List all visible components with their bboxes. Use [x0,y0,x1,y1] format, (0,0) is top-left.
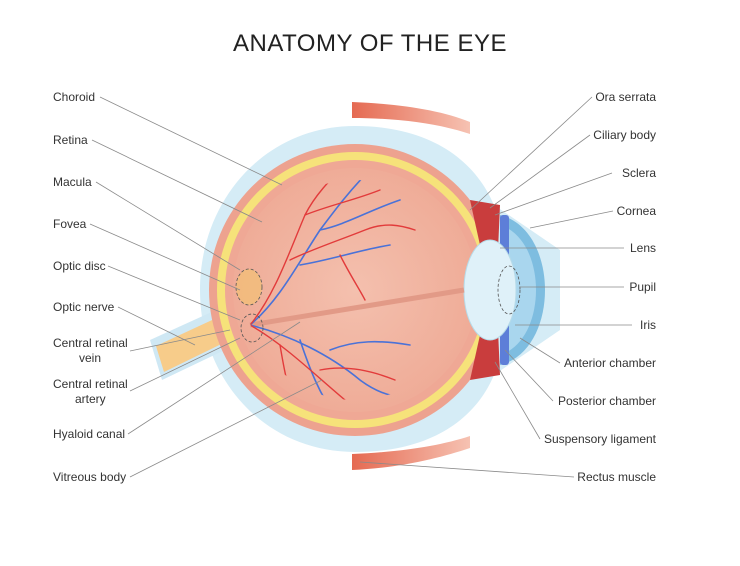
label-central-retinal-artery-line1: Central retinal [53,377,128,391]
label-pupil: Pupil [629,280,656,294]
ciliary-body-bottom [470,330,500,380]
pupil-marker [497,265,521,315]
label-central-retinal-vein: Central retinal vein [53,336,128,366]
label-ora-serrata: Ora serrata [595,90,656,104]
optic-disc-marker [240,313,264,343]
label-central-retinal-vein-line2: vein [79,351,102,365]
leader-lines-left [89,96,323,478]
label-fovea: Fovea [53,217,87,231]
label-retina: Retina [53,133,88,147]
macula-marker [235,268,263,306]
label-suspensory-ligament: Suspensory ligament [543,432,656,446]
label-macula: Macula [53,175,92,189]
diagram-title: ANATOMY OF THE EYE [233,30,507,57]
label-central-retinal-artery-line2: artery [75,392,106,406]
label-posterior-chamber: Posterior chamber [557,394,656,408]
label-optic-nerve: Optic nerve [53,300,115,314]
lens-shape [463,239,517,341]
label-sclera: Sclera [621,166,656,180]
label-central-retinal-vein-line1: Central retinal [53,336,128,350]
label-vitreous-body: Vitreous body [53,470,127,484]
label-hyaloid-canal: Hyaloid canal [53,427,126,441]
label-iris: Iris [640,318,656,332]
label-ciliary-body: Ciliary body [593,128,656,142]
rectus-muscle-top [352,102,470,134]
leader-lines-right [359,96,632,478]
label-cornea: Cornea [616,204,656,218]
vitreous-body-shape [233,168,477,412]
hyaloid-canal-shape [249,287,465,328]
rectus-muscle-bottom [352,436,470,470]
label-choroid: Choroid [53,90,96,104]
ciliary-body-top [470,200,500,250]
label-lens: Lens [629,241,656,255]
label-central-retinal-artery: Central retinal artery [53,377,128,407]
label-optic-disc: Optic disc [53,259,106,273]
label-anterior-chamber: Anterior chamber [563,356,656,370]
label-rectus-muscle: Rectus muscle [577,470,656,484]
